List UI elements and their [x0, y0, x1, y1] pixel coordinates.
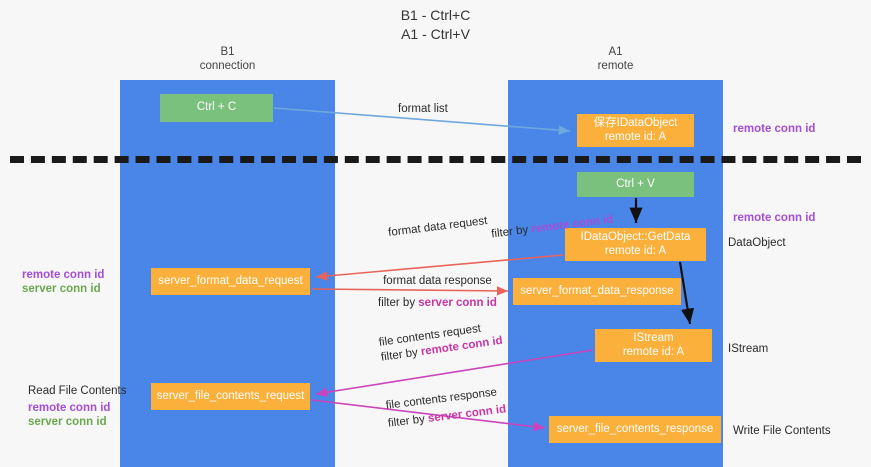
side-label-remote-conn-id-left-b: remote conn id — [28, 402, 111, 414]
edge-label-format-data-response-text: format data response — [383, 275, 492, 287]
side-label-server-conn-id-left-a: server conn id — [22, 283, 101, 295]
side-label-group-file-contents: remote conn id server conn id — [28, 401, 110, 429]
edge-label-format-list: format list — [398, 102, 448, 117]
side-label-istream: IStream — [728, 343, 769, 355]
side-label-dataobject: DataObject — [728, 237, 786, 249]
node-ctrl-c[interactable]: Ctrl + C — [160, 94, 273, 122]
filter-by-text-1: filter by — [490, 224, 529, 241]
node-save-idataobject-label: 保存IDataObject — [593, 117, 678, 129]
edge-label-file-contents-response: file contents response filter by server … — [385, 385, 507, 432]
edge-label-format-data-response: format data response filter by server co… — [378, 274, 497, 311]
lane-header-a1-name: A1 — [608, 46, 623, 58]
node-server-format-data-request[interactable]: server_format_data_request — [151, 268, 310, 295]
lane-header-b1-name: B1 — [220, 46, 235, 58]
node-server-format-data-request-label: server_format_data_request — [158, 274, 303, 287]
node-istream[interactable]: IStream remote id: A — [595, 329, 712, 362]
edge-label-format-data-request: format data request filter by remote con… — [388, 214, 614, 241]
diagram-title-line1: B1 - Ctrl+C — [400, 7, 471, 23]
node-server-file-contents-response-label: server_file_contents_response — [556, 422, 714, 435]
node-save-idataobject-sublabel: remote id: A — [604, 130, 667, 143]
node-server-format-data-response-label: server_format_data_response — [520, 284, 674, 297]
node-ctrl-v[interactable]: Ctrl + V — [577, 172, 694, 197]
side-label-group-format: remote conn id server conn id — [22, 268, 104, 296]
edge-label-file-contents-request: file contents request filter by remote c… — [378, 319, 504, 366]
side-label-remote-conn-id-mid: remote conn id — [733, 212, 816, 224]
side-label-remote-conn-id-left-a: remote conn id — [22, 269, 105, 281]
node-server-file-contents-request-label: server_file_contents_request — [156, 389, 305, 402]
node-ctrl-c-label: Ctrl + C — [196, 101, 237, 114]
side-label-read-file-contents: Read File Contents — [28, 385, 127, 397]
lane-header-a1: A1 remote — [508, 46, 723, 73]
filter-by-text-3: filter by — [380, 346, 419, 364]
node-idataobject-getdata-sublabel: remote id: A — [604, 244, 667, 257]
node-save-idataobject[interactable]: 保存IDataObject remote id: A — [577, 114, 694, 147]
side-label-server-conn-id-left-b: server conn id — [28, 416, 107, 428]
node-server-file-contents-response[interactable]: server_file_contents_response — [549, 416, 721, 443]
diagram-title: B1 - Ctrl+C A1 - Ctrl+V — [0, 6, 871, 44]
lane-header-a1-role: remote — [597, 59, 634, 72]
lane-header-b1: B1 connection — [120, 46, 335, 73]
edge-label-format-data-response-filter: filter by server conn id — [378, 296, 497, 311]
lane-header-b1-role: connection — [199, 59, 256, 72]
node-server-file-contents-request[interactable]: server_file_contents_request — [151, 383, 310, 410]
node-server-format-data-response[interactable]: server_format_data_response — [513, 278, 681, 305]
edge-label-format-list-text: format list — [398, 103, 448, 115]
node-istream-label: IStream — [633, 332, 674, 344]
diagram-title-line2: A1 - Ctrl+V — [401, 26, 470, 42]
node-ctrl-v-label: Ctrl + V — [616, 177, 655, 190]
node-idataobject-getdata-label: IDataObject::GetData — [580, 231, 691, 243]
server-conn-id-text-2: server conn id — [418, 297, 497, 309]
side-label-write-file-contents: Write File Contents — [733, 425, 831, 437]
edge-label-format-data-request-text: format data request — [387, 214, 489, 240]
node-idataobject-getdata[interactable]: IDataObject::GetData remote id: A — [565, 228, 706, 261]
node-istream-sublabel: remote id: A — [622, 345, 685, 358]
section-divider — [10, 156, 861, 163]
side-label-remote-conn-id-top: remote conn id — [733, 123, 816, 135]
filter-by-text-4: filter by — [387, 413, 426, 430]
filter-by-text-2: filter by — [378, 297, 416, 309]
